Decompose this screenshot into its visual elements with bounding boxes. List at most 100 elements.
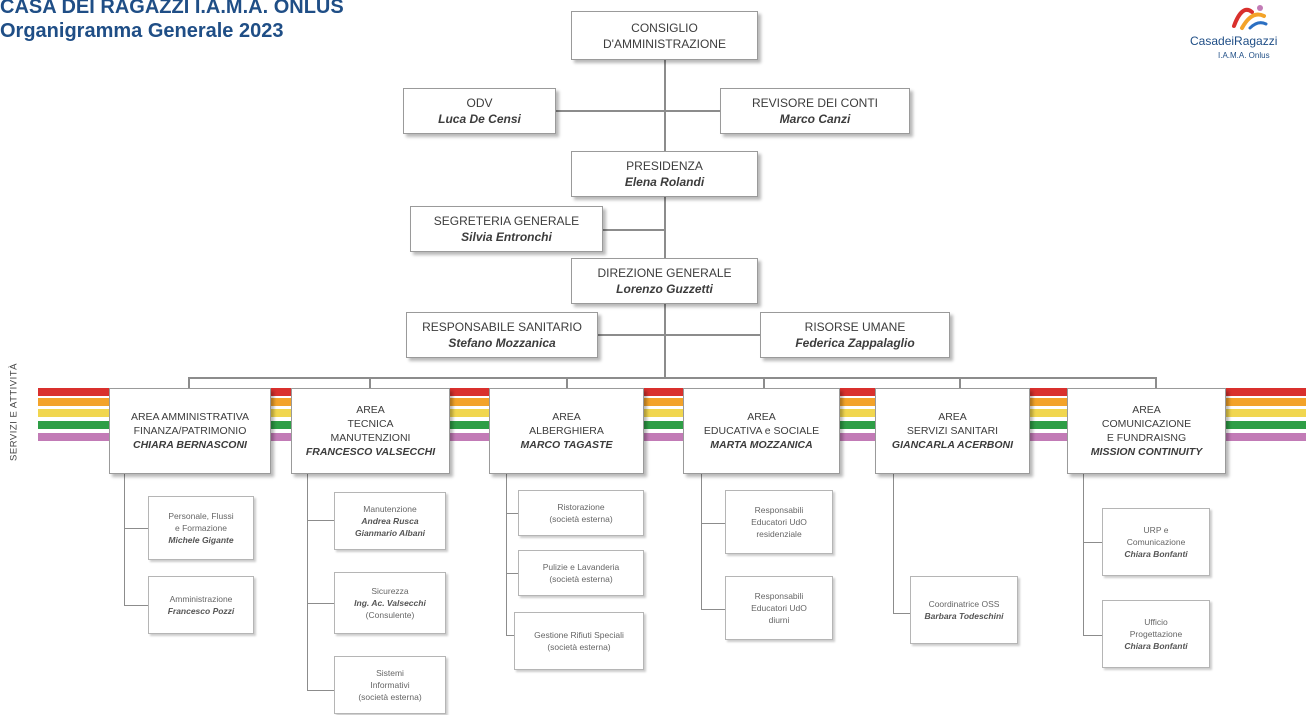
area-head: CHIARA BERNASCONI	[133, 439, 247, 451]
connector-sub-v-5	[893, 474, 894, 614]
sub-text: Amministrazione	[169, 594, 233, 604]
box-risorse-umane: RISORSE UMANE Federica Zappalaglio	[760, 312, 950, 358]
box-odv: ODV Luca De Censi	[403, 88, 556, 134]
stripe-green	[38, 421, 1306, 429]
box-person: Federica Zappalaglio	[795, 336, 915, 350]
stripe-red	[38, 388, 1306, 396]
area-box-tecnica: AREA TECNICA MANUTENZIONI FRANCESCO VALS…	[291, 388, 450, 474]
box-title: CONSIGLIO D'AMMINISTRAZIONE	[603, 20, 726, 51]
area-title: AREA EDUCATIVA e SOCIALE	[703, 411, 820, 437]
box-title: PRESIDENZA	[626, 159, 703, 173]
box-title: DIREZIONE GENERALE	[597, 266, 732, 280]
connector-area-5	[959, 377, 961, 389]
org-subtitle: Organigramma Generale 2023	[0, 20, 284, 42]
connector-area-3	[566, 377, 568, 389]
sub-box-ristorazione: Ristorazione (società esterna)	[518, 490, 644, 536]
logo: CasadeiRagazzi I.A.M.A. Onlus	[1178, 0, 1306, 70]
sub-person: Barbara Todeschini	[924, 611, 1004, 621]
area-box-comunicazione: AREA COMUNICAZIONE E FUNDRAISNG MISSION …	[1067, 388, 1226, 474]
sub-box-coordinatrice-oss: Coordinatrice OSS Barbara Todeschini	[910, 576, 1018, 644]
box-person: Elena Rolandi	[624, 175, 705, 189]
sub-person: Michele Gigante	[168, 535, 234, 545]
area-box-servizi-sanitari: AREA SERVIZI SANITARI GIANCARLA ACERBONI	[875, 388, 1030, 474]
sub-box-rifiuti: Gestione Rifiuti Speciali (società ester…	[514, 612, 644, 670]
sub-box-manutenzione: Manutenzione Andrea Rusca Gianmario Alba…	[334, 492, 446, 550]
sub-person: Chiara Bonfanti	[1124, 641, 1188, 651]
area-head: MARTA MOZZANICA	[710, 439, 813, 451]
area-title: AREA ALBERGHIERA	[529, 411, 604, 437]
logo-name: CasadeiRagazzi	[1190, 34, 1278, 48]
connector-sub-v-1	[124, 474, 125, 606]
sub-text: Responsabili Educatori UdO diurni	[751, 591, 807, 625]
sub-text: Responsabili Educatori UdO residenziale	[751, 505, 807, 539]
connector-sub-h	[701, 523, 725, 524]
box-presidenza: PRESIDENZA Elena Rolandi	[571, 151, 758, 197]
sub-text: Gestione Rifiuti Speciali (società ester…	[534, 630, 624, 652]
sub-box-diurni: Responsabili Educatori UdO diurni	[725, 576, 833, 640]
connector-area-6	[1155, 377, 1157, 389]
stripe-orange	[38, 398, 1306, 406]
connector-sub-h	[506, 635, 518, 636]
box-person: Silvia Entronchi	[461, 230, 552, 244]
connector-sub-v-4	[701, 474, 702, 610]
connector-sub-h	[893, 613, 910, 614]
box-segreteria: SEGRETERIA GENERALE Silvia Entronchi	[410, 206, 603, 252]
box-direzione: DIREZIONE GENERALE Lorenzo Guzzetti	[571, 258, 758, 304]
sub-box-sicurezza: Sicurezza Ing. Ac. Valsecchi (Consulente…	[334, 572, 446, 634]
connector-odv-revisore	[556, 110, 720, 112]
sub-person: Chiara Bonfanti	[1124, 549, 1188, 559]
area-title: AREA COMUNICAZIONE E FUNDRAISNG	[1101, 404, 1192, 444]
sub-text: Sicurezza	[371, 586, 409, 596]
sub-person: Andrea Rusca Gianmario Albani	[354, 516, 426, 538]
area-box-alberghiera: AREA ALBERGHIERA MARCO TAGASTE	[489, 388, 644, 474]
box-title: RISORSE UMANE	[804, 320, 906, 334]
connector-main-vertical	[664, 60, 666, 378]
sub-text: Personale, Flussi e Formazione	[168, 511, 234, 533]
logo-subtitle: I.A.M.A. Onlus	[1218, 51, 1270, 60]
stripe-pink	[38, 433, 1306, 441]
box-title: SEGRETERIA GENERALE	[433, 214, 580, 228]
area-title: AREA TECNICA MANUTENZIONI	[330, 404, 411, 444]
connector-sub-h	[307, 603, 334, 604]
box-title: ODV	[466, 96, 493, 110]
sub-text: Manutenzione	[363, 504, 417, 514]
sub-text: Sistemi Informativi (società esterna)	[358, 668, 422, 702]
sub-person: Ing. Ac. Valsecchi	[354, 598, 426, 608]
connector-sub-h	[1083, 635, 1102, 636]
area-box-educativa: AREA EDUCATIVA e SOCIALE MARTA MOZZANICA	[683, 388, 840, 474]
box-person: Stefano Mozzanica	[448, 336, 556, 350]
area-title: AREA SERVIZI SANITARI	[906, 411, 999, 437]
box-title: RESPONSABILE SANITARIO	[422, 320, 582, 334]
connector-sub-v-3	[506, 474, 507, 636]
sub-note: (Consulente)	[365, 610, 415, 620]
connector-sub-h	[506, 573, 518, 574]
connector-sub-h	[307, 520, 334, 521]
sub-person: Francesco Pozzi	[167, 606, 235, 616]
connector-sub-h	[124, 528, 148, 529]
connector-area-2	[369, 377, 371, 389]
box-person: Marco Canzi	[779, 112, 851, 126]
sub-box-amministrazione: Amministrazione Francesco Pozzi	[148, 576, 254, 634]
area-head: MARCO TAGASTE	[520, 439, 613, 451]
connector-sub-h	[307, 690, 334, 691]
sub-box-pulizie: Pulizie e Lavanderia (società esterna)	[518, 550, 644, 596]
sub-text: Coordinatrice OSS	[928, 599, 1000, 609]
area-head: GIANCARLA ACERBONI	[891, 439, 1014, 451]
connector-sub-h	[1083, 542, 1102, 543]
sub-text: Ufficio Progettazione	[1129, 617, 1183, 639]
colorful-figure-logo-icon	[1232, 5, 1268, 30]
connector-sub-v-6	[1083, 474, 1084, 636]
connector-sanitario-risorse	[598, 334, 760, 336]
services-side-label: SERVIZI E ATTIVITÀ	[8, 363, 20, 461]
sub-box-urp: URP e Comunicazione Chiara Bonfanti	[1102, 508, 1210, 576]
org-title: CASA DEI RAGAZZI I.A.M.A. ONLUS	[0, 0, 344, 18]
box-person: Lorenzo Guzzetti	[616, 282, 713, 296]
sub-box-sistemi-informativi: Sistemi Informativi (società esterna)	[334, 656, 446, 714]
box-consiglio: CONSIGLIO D'AMMINISTRAZIONE	[571, 11, 758, 60]
connector-sub-h	[701, 609, 725, 610]
sub-box-progettazione: Ufficio Progettazione Chiara Bonfanti	[1102, 600, 1210, 668]
stripe-yellow	[38, 409, 1306, 417]
sub-box-personale: Personale, Flussi e Formazione Michele G…	[148, 496, 254, 560]
connector-sub-v-2	[307, 474, 308, 691]
sub-text: Ristorazione (società esterna)	[549, 502, 613, 524]
